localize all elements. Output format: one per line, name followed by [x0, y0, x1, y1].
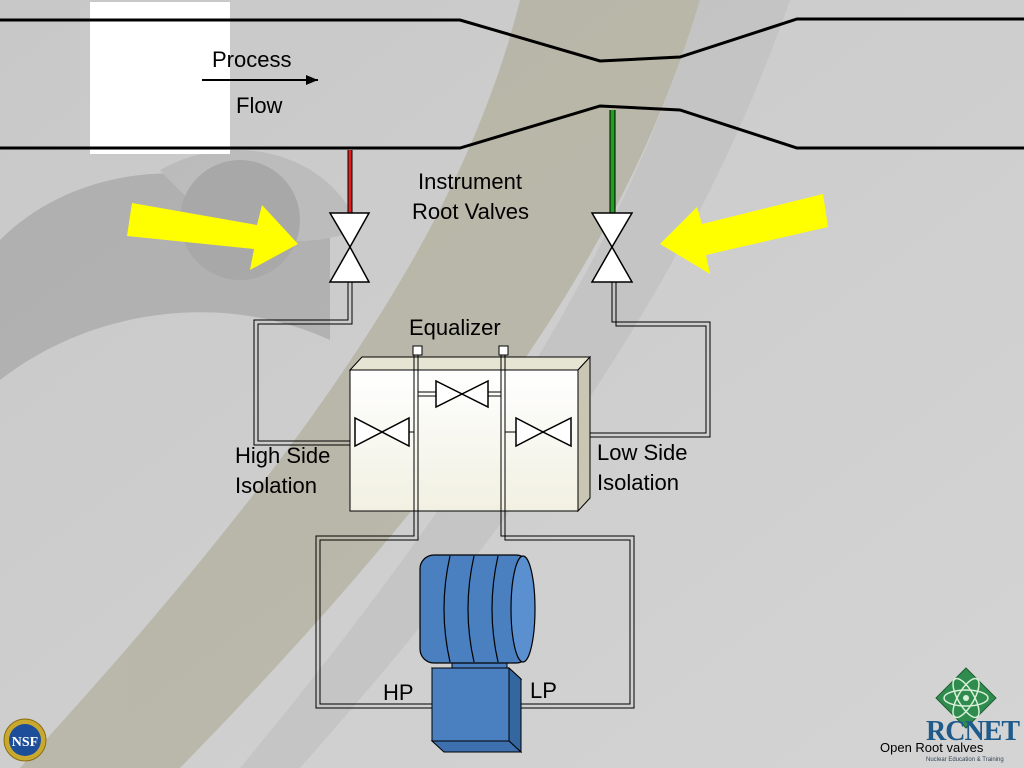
root-valves-label: Root Valves [412, 199, 529, 224]
svg-text:NSF: NSF [12, 735, 38, 750]
equalizer-valve[interactable] [435, 379, 489, 409]
high-side-vent-port [412, 345, 423, 356]
hp-label: HP [383, 680, 414, 705]
flow-label: Flow [236, 93, 283, 118]
process-label: Process [212, 47, 292, 72]
high-side-isolation-label: Isolation [235, 473, 317, 498]
rcnet-logo [935, 667, 997, 729]
dp-transmitter [419, 554, 536, 754]
low-side-isolation-label: Isolation [597, 470, 679, 495]
rcnet-tagline: Nuclear Education & Training [926, 757, 1004, 763]
high-side-isolation-valve[interactable] [354, 416, 410, 448]
low-side-isolation-valve[interactable] [515, 416, 572, 448]
high-side-highlight-arrow [127, 203, 298, 270]
instrument-label: Instrument [418, 169, 522, 194]
slide-caption: Open Root valves [880, 740, 984, 755]
manifold-passages [409, 355, 516, 511]
rcnet-wordmark: RCNET [926, 716, 1020, 747]
equalizer-label: Equalizer [409, 315, 501, 340]
low-side-label: Low Side [597, 440, 688, 465]
nsf-logo: NSF [3, 718, 47, 762]
flow-arrow-head [306, 75, 318, 85]
high-side-label: High Side [235, 443, 331, 468]
high-side-root-valve[interactable] [328, 212, 371, 283]
low-side-root-valve[interactable] [590, 212, 634, 283]
high-side-tap [347, 150, 353, 213]
low-side-vent-port [498, 345, 509, 356]
low-side-highlight-arrow [660, 194, 828, 274]
lp-label: LP [530, 678, 557, 703]
process-pipe [0, 17, 1024, 150]
white-panel [90, 2, 230, 154]
low-side-tap [609, 110, 616, 213]
